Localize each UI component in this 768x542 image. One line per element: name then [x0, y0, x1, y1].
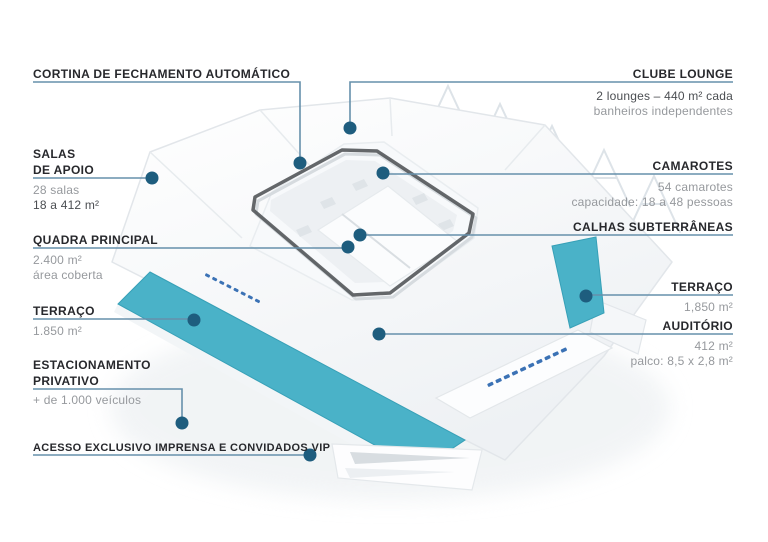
marker-cortina [293, 156, 307, 170]
terrace-left-rim [114, 304, 420, 478]
marker-estacionamento [175, 416, 189, 430]
marker-camarotes [376, 166, 390, 180]
camarotes-detail-1: 54 camarotes [657, 180, 733, 194]
marker-terraco-esquerdo [187, 313, 201, 327]
auditorio-detail-2: palco: 8,5 x 2,8 m² [630, 354, 733, 368]
label-estacionamento: ESTACIONAMENTO PRIVATIVO + de 1.000 veíc… [33, 357, 151, 408]
leader-estacionamento [33, 388, 183, 417]
salas-title-line-1: SALAS [33, 147, 76, 161]
marker-terraco-direito [579, 289, 593, 303]
leader-cortina [33, 81, 301, 157]
court-center-line [341, 213, 411, 269]
cortina-title: CORTINA DE FECHAMENTO AUTOMÁTICO [33, 67, 291, 81]
terraco-esquerdo-title: TERRAÇO [33, 304, 95, 318]
salas-detail-1: 28 salas [33, 183, 80, 197]
leader-clube-lounge [349, 81, 733, 122]
marker-salas-de-apoio [145, 171, 159, 185]
marker-quadra-principal [341, 240, 355, 254]
clube-lounge-title: CLUBE LOUNGE [632, 67, 733, 81]
calhas-title: CALHAS SUBTERRÂNEAS [573, 220, 733, 234]
quadra-detail-2: área coberta [33, 268, 103, 282]
bottom-ramp-wedge-2 [345, 468, 455, 478]
facade-banner-left [204, 273, 261, 304]
label-terraco-esquerdo: TERRAÇO 1.850 m² [33, 303, 95, 339]
label-camarotes: CAMAROTES 54 camarotes capacidade: 18 a … [571, 158, 733, 210]
acesso-vip-title: ACESSO EXCLUSIVO IMPRENSA E CONVIDADOS V… [33, 442, 331, 454]
label-calhas-subterraneas: CALHAS SUBTERRÂNEAS [573, 219, 733, 235]
terraco-direito-detail: 1,850 m² [684, 300, 733, 314]
estacionamento-title-line-2: PRIVATIVO [33, 374, 100, 388]
label-clube-lounge: CLUBE LOUNGE 2 lounges – 440 m² cada ban… [594, 66, 733, 119]
label-terraco-direito: TERRAÇO 1,850 m² [671, 279, 733, 315]
clube-lounge-detail-1: 2 lounges – 440 m² cada [596, 89, 733, 103]
label-quadra-principal: QUADRA PRINCIPAL 2.400 m² área coberta [33, 232, 158, 283]
label-cortina: CORTINA DE FECHAMENTO AUTOMÁTICO [33, 66, 290, 82]
camarotes-detail-2: capacidade: 18 a 48 pessoas [571, 195, 733, 209]
quadra-detail-1: 2.400 m² [33, 253, 82, 267]
label-acesso-vip: ACESSO EXCLUSIVO IMPRENSA E CONVIDADOS V… [33, 440, 330, 456]
salas-detail-2: 18 a 412 m² [33, 198, 100, 212]
quadra-title: QUADRA PRINCIPAL [33, 233, 158, 247]
marker-calhas-subterraneas [353, 228, 367, 242]
estacionamento-title-line-1: ESTACIONAMENTO [33, 358, 151, 372]
marker-dots [145, 121, 593, 462]
estacionamento-detail: + de 1.000 veículos [33, 393, 142, 407]
bottom-ramp-wedge [350, 452, 470, 464]
label-salas-de-apoio: SALAS DE APOIO 28 salas 18 a 412 m² [33, 146, 99, 213]
clube-lounge-detail-2: banheiros independentes [593, 104, 733, 118]
label-auditorio: AUDITÓRIO 412 m² palco: 8,5 x 2,8 m² [630, 318, 733, 369]
facade-banner-right [487, 347, 567, 387]
marker-auditorio [372, 327, 386, 341]
marker-clube-lounge [343, 121, 357, 135]
terrace-right-surface [551, 236, 605, 329]
marker-acesso-vip [303, 448, 317, 462]
curtain-ring [251, 148, 475, 297]
camarotes-title: CAMAROTES [652, 159, 733, 173]
salas-title-line-2: DE APOIO [33, 163, 95, 177]
auditorio-detail-1: 412 m² [694, 339, 733, 353]
terraco-esquerdo-detail: 1.850 m² [33, 324, 82, 338]
terraco-direito-title: TERRAÇO [671, 280, 733, 294]
auditorio-title: AUDITÓRIO [662, 319, 733, 333]
auditorium-canopy [434, 329, 614, 419]
leader-lines [33, 81, 733, 456]
